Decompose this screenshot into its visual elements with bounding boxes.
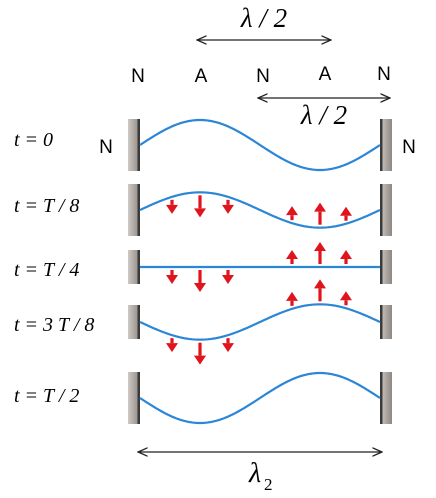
velocity-arrow-up-head xyxy=(286,206,298,216)
antinode-label: A xyxy=(195,66,208,87)
node-label: N xyxy=(377,64,391,85)
velocity-arrow-up-head xyxy=(286,291,298,301)
right-wall xyxy=(380,372,392,424)
right-wall xyxy=(380,119,392,171)
right-wall-edge xyxy=(380,305,383,339)
left-wall xyxy=(128,250,140,284)
time-labels: t = 0 t = T / 8 t = T / 4 t = 3 T / 8 t … xyxy=(14,129,94,407)
time-label: t = 3 T / 8 xyxy=(14,314,94,336)
right-wall-body xyxy=(380,184,392,236)
top-dimension: λ / 2 xyxy=(197,3,331,40)
wave-rows xyxy=(128,118,392,425)
velocity-arrow-down-head xyxy=(166,343,178,353)
right-wall-body xyxy=(380,305,392,339)
right-wall xyxy=(380,250,392,284)
wave-row xyxy=(128,118,392,172)
wave-curve xyxy=(139,303,381,341)
mid-dimension-label: λ / 2 xyxy=(300,100,347,130)
left-wall-body xyxy=(128,250,140,284)
left-wall xyxy=(128,119,140,171)
mid-dimension: λ / 2 xyxy=(258,98,390,130)
velocity-arrow-down xyxy=(194,195,206,218)
velocity-arrow-up-head xyxy=(314,279,326,289)
left-wall-edge xyxy=(137,250,140,284)
left-wall xyxy=(128,184,140,236)
velocity-arrow-up xyxy=(286,250,298,264)
velocity-arrow-down-head xyxy=(222,204,234,214)
right-wall-edge xyxy=(380,184,383,236)
velocity-arrow-down xyxy=(166,270,178,284)
velocity-arrow-up xyxy=(340,291,352,306)
left-wall-edge xyxy=(137,305,140,339)
velocity-arrow-up xyxy=(314,279,326,302)
right-wall-node-label: N xyxy=(402,137,416,158)
velocity-arrow-down-head xyxy=(166,275,178,284)
wave-row xyxy=(128,371,392,425)
velocity-arrow-down xyxy=(166,199,178,214)
right-wall xyxy=(380,184,392,236)
node-label: N xyxy=(131,66,145,87)
velocity-arrow-down-head xyxy=(194,208,206,218)
velocity-arrow-down-head xyxy=(166,204,178,214)
left-wall-edge xyxy=(137,372,140,424)
wave-row xyxy=(128,279,392,365)
time-label: t = T / 2 xyxy=(14,385,79,407)
antinode-label: A xyxy=(319,64,332,85)
right-wall-body xyxy=(380,250,392,284)
top-dimension-label: λ / 2 xyxy=(240,3,287,33)
right-wall-body xyxy=(380,119,392,171)
right-wall-edge xyxy=(380,119,383,171)
time-label: t = T / 8 xyxy=(14,195,79,217)
velocity-arrow-down-head xyxy=(222,275,234,284)
left-wall-edge xyxy=(137,184,140,236)
node-label: N xyxy=(256,66,270,87)
right-wall xyxy=(380,305,392,339)
left-wall xyxy=(128,372,140,424)
velocity-arrow-up-head xyxy=(340,291,352,301)
velocity-arrow-down xyxy=(222,270,234,284)
wave-curve xyxy=(139,118,381,172)
velocity-arrow-down xyxy=(194,342,206,365)
velocity-arrow-up xyxy=(314,202,326,225)
time-label: t = T / 4 xyxy=(14,259,79,281)
velocity-arrow-up xyxy=(314,242,326,264)
velocity-arrow-down xyxy=(194,270,206,292)
velocity-arrow-down-head xyxy=(194,355,206,365)
wave-row xyxy=(128,184,392,236)
bottom-dimension-label: λ xyxy=(248,458,261,489)
bottom-dimension-subscript: 2 xyxy=(264,475,273,494)
bottom-dimension: λ 2 xyxy=(138,452,382,494)
velocity-arrow-up-head xyxy=(286,250,298,259)
velocity-arrow-down xyxy=(166,338,178,353)
velocity-arrow-up-head xyxy=(340,250,352,259)
right-wall-edge xyxy=(380,372,383,424)
left-wall-body xyxy=(128,119,140,171)
velocity-arrow-down-head xyxy=(222,343,234,353)
velocity-arrow-down xyxy=(222,199,234,214)
velocity-arrow-up xyxy=(340,206,352,221)
node-antinode-labels: N A N A N xyxy=(131,64,391,87)
velocity-arrow-up-head xyxy=(340,206,352,216)
velocity-arrow-up-head xyxy=(314,202,326,212)
velocity-arrow-up xyxy=(340,250,352,264)
wave-curve xyxy=(139,371,381,425)
right-wall-body xyxy=(380,372,392,424)
velocity-arrow-up xyxy=(286,206,298,221)
left-wall-body xyxy=(128,305,140,339)
left-wall-body xyxy=(128,372,140,424)
wave-curve xyxy=(139,191,381,229)
wave-row xyxy=(128,242,392,292)
left-wall-node-label: N xyxy=(99,137,113,158)
velocity-arrow-down-head xyxy=(194,283,206,292)
right-wall-edge xyxy=(380,250,383,284)
left-wall xyxy=(128,305,140,339)
velocity-arrow-up xyxy=(286,291,298,306)
left-wall-body xyxy=(128,184,140,236)
left-wall-edge xyxy=(137,119,140,171)
time-label: t = 0 xyxy=(14,129,53,151)
velocity-arrow-up-head xyxy=(314,242,326,251)
velocity-arrow-down xyxy=(222,338,234,353)
